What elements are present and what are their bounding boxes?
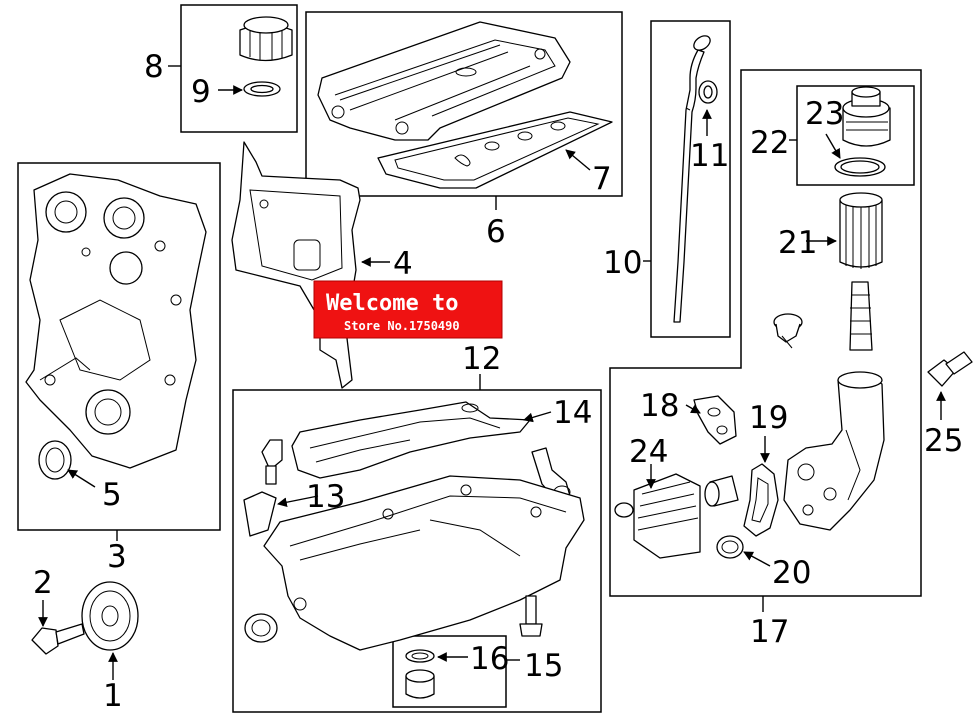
timing-cover: [25, 173, 207, 469]
group-box-8: [180, 4, 298, 133]
oil-pan: [263, 475, 585, 651]
valve-cover-gasket: [377, 111, 613, 189]
callout-17: 17: [750, 614, 789, 650]
callout-23: 23: [805, 96, 844, 132]
callout-12: 12: [462, 341, 501, 377]
callout-4: 4: [393, 246, 413, 282]
filter-spring-valve: [849, 281, 873, 351]
callout-11: 11: [690, 138, 729, 174]
crankshaft-pulley-bolt: [31, 623, 85, 655]
oil-cooler: [614, 473, 701, 559]
watermark-title: Welcome to: [326, 291, 458, 316]
watermark-subtitle: Store No.1750490: [344, 319, 460, 333]
callout-14: 14: [553, 395, 592, 431]
crankshaft-pulley: [81, 581, 139, 651]
oil-pressure-sender-bolt: [927, 351, 973, 387]
group-box-12: [232, 389, 602, 713]
callout-18: 18: [640, 388, 679, 424]
oil-level-sensor: [405, 649, 435, 699]
oil-adapter-seal: [716, 535, 744, 559]
watermark: Welcome to Store No.1750490: [313, 280, 503, 339]
callout-19: 19: [749, 400, 788, 436]
group-box-10: [650, 20, 731, 338]
callout-21: 21: [778, 225, 817, 261]
leader-lines: [38, 65, 946, 680]
callout-3: 3: [107, 539, 127, 575]
callout-2: 2: [33, 565, 53, 601]
oil-filter-element: [839, 192, 883, 269]
oil-filter-cap: [842, 86, 891, 147]
oil-bypass-valve: [773, 313, 803, 349]
group-box-3: [17, 162, 221, 531]
oil-cooler-connector: [704, 475, 739, 507]
callout-10: 10: [603, 245, 642, 281]
oil-drain-plug: [261, 439, 283, 485]
oil-pan-plug-insert: [243, 491, 277, 537]
callout-8: 8: [144, 49, 164, 85]
callout-13: 13: [306, 479, 345, 515]
dipstick: [673, 35, 711, 323]
callout-15: 15: [524, 648, 563, 684]
oil-filter-cap-seal: [834, 157, 886, 177]
oil-filler-cap: [239, 16, 293, 62]
callout-9: 9: [191, 74, 211, 110]
oil-pan-bolt: [519, 595, 543, 637]
callout-labels: 1 2 3 4 5 6 7 8 9 10 11 12 13 14 15 16 1…: [33, 49, 963, 714]
oil-filter-adapter-housing: [783, 371, 885, 531]
timing-cover-gasket: [231, 141, 361, 389]
group-box-22: [796, 85, 915, 186]
callout-20: 20: [772, 555, 811, 591]
callout-7: 7: [592, 161, 612, 197]
callout-25: 25: [924, 423, 963, 459]
oil-cooler-gasket: [693, 395, 737, 445]
group-box-15: [392, 635, 507, 708]
valve-cover: [317, 21, 571, 141]
group-box-17: [609, 69, 922, 597]
callout-6: 6: [486, 214, 506, 250]
callout-24: 24: [629, 434, 668, 470]
group-box-6: [305, 11, 623, 197]
crankshaft-front-seal: [38, 440, 72, 480]
filler-cap-seal: [243, 81, 281, 97]
oil-adapter-gasket: [743, 463, 779, 537]
callout-16: 16: [470, 641, 509, 677]
oil-pan-seal: [244, 613, 278, 643]
dipstick-seal: [698, 80, 718, 104]
callout-5: 5: [102, 477, 122, 513]
oil-pan-baffle: [291, 401, 531, 479]
callout-1: 1: [103, 678, 123, 714]
callout-22: 22: [750, 125, 789, 161]
